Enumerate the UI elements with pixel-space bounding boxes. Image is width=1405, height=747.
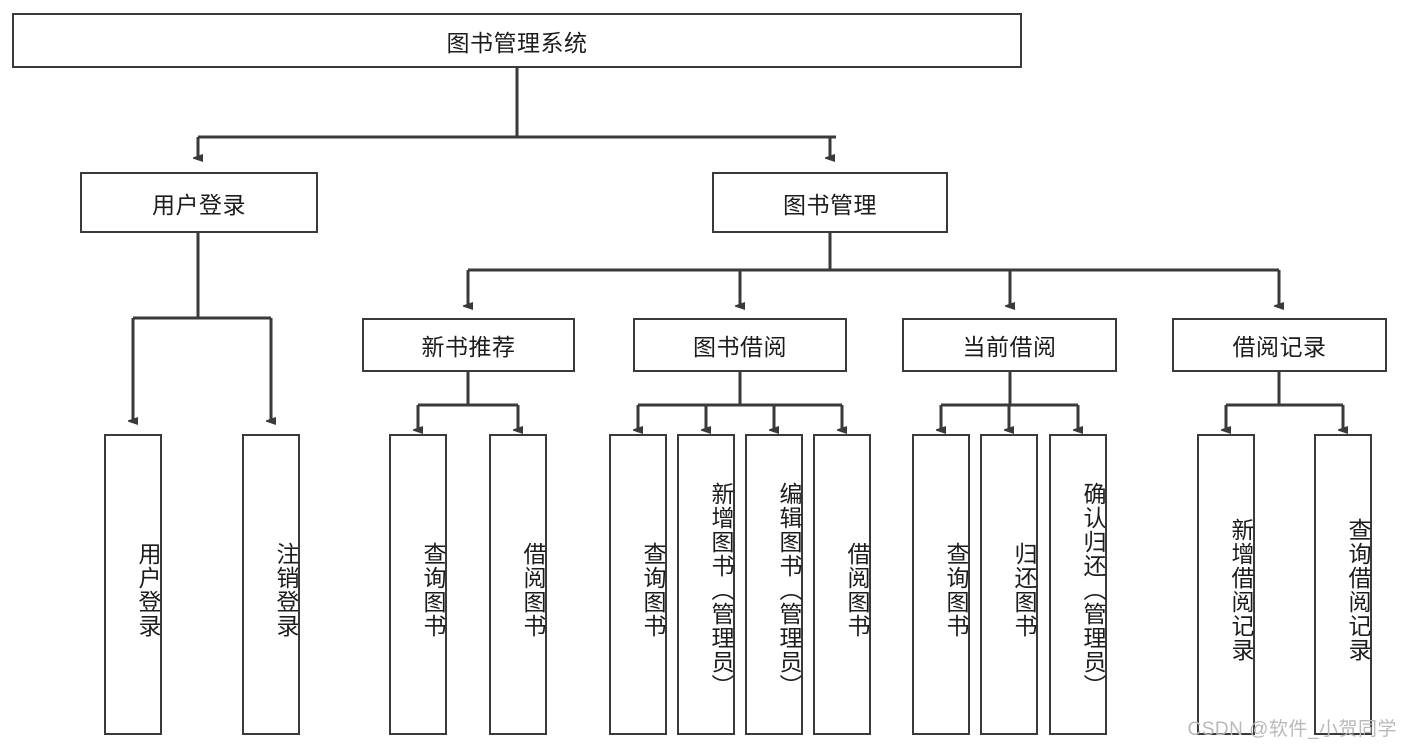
node-leaf-user-logout-label: 注销登录	[273, 541, 299, 638]
node-leaf-add-book[interactable]: 新增图书（管理员）	[677, 434, 735, 735]
node-new-book-rec[interactable]: 新书推荐	[362, 318, 575, 372]
node-new-book-rec-label: 新书推荐	[421, 334, 516, 360]
node-current-borrow[interactable]: 当前借阅	[902, 318, 1117, 372]
node-leaf-query-book-2-label: 查询图书	[640, 541, 666, 638]
node-leaf-confirm-return[interactable]: 确认归还（管理员）	[1049, 434, 1107, 735]
node-leaf-borrow-book-2[interactable]: 借阅图书	[813, 434, 871, 735]
node-leaf-user-login[interactable]: 用户登录	[104, 434, 162, 735]
node-leaf-return-book-label: 归还图书	[1011, 541, 1037, 638]
node-root-label: 图书管理系统	[446, 29, 588, 56]
node-book-mgmt[interactable]: 图书管理	[712, 172, 948, 233]
node-leaf-edit-book-label: 编辑图书（管理员）	[776, 481, 802, 698]
node-leaf-add-record[interactable]: 新增借阅记录	[1197, 434, 1255, 735]
node-leaf-query-book-1[interactable]: 查询图书	[389, 434, 447, 735]
node-leaf-query-record-label: 查询借阅记录	[1345, 517, 1371, 662]
node-leaf-add-record-label: 新增借阅记录	[1228, 517, 1254, 662]
node-leaf-query-book-2[interactable]: 查询图书	[609, 434, 667, 735]
node-user-login[interactable]: 用户登录	[80, 172, 318, 233]
node-book-borrow[interactable]: 图书借阅	[633, 318, 847, 372]
node-borrow-record-label: 借阅记录	[1232, 334, 1327, 360]
node-leaf-user-logout[interactable]: 注销登录	[242, 434, 300, 735]
node-current-borrow-label: 当前借阅	[962, 334, 1057, 360]
node-root[interactable]: 图书管理系统	[12, 13, 1022, 68]
node-user-login-label: 用户登录	[152, 191, 246, 218]
node-leaf-confirm-return-label: 确认归还（管理员）	[1080, 481, 1106, 698]
node-book-borrow-label: 图书借阅	[693, 334, 787, 360]
node-book-mgmt-label: 图书管理	[783, 191, 877, 218]
node-leaf-query-book-3[interactable]: 查询图书	[912, 434, 970, 735]
node-leaf-borrow-book-1-label: 借阅图书	[520, 541, 546, 638]
node-leaf-add-book-label: 新增图书（管理员）	[708, 481, 734, 698]
node-leaf-borrow-book-1[interactable]: 借阅图书	[489, 434, 547, 735]
node-leaf-query-record[interactable]: 查询借阅记录	[1314, 434, 1372, 735]
node-leaf-user-login-label: 用户登录	[135, 541, 161, 638]
node-leaf-return-book[interactable]: 归还图书	[980, 434, 1038, 735]
watermark: CSDN @软件_小贺同学	[1187, 719, 1397, 740]
node-leaf-query-book-1-label: 查询图书	[420, 541, 446, 638]
node-borrow-record[interactable]: 借阅记录	[1172, 318, 1387, 372]
node-leaf-borrow-book-2-label: 借阅图书	[844, 541, 870, 638]
node-leaf-query-book-3-label: 查询图书	[943, 541, 969, 638]
node-leaf-edit-book[interactable]: 编辑图书（管理员）	[745, 434, 803, 735]
